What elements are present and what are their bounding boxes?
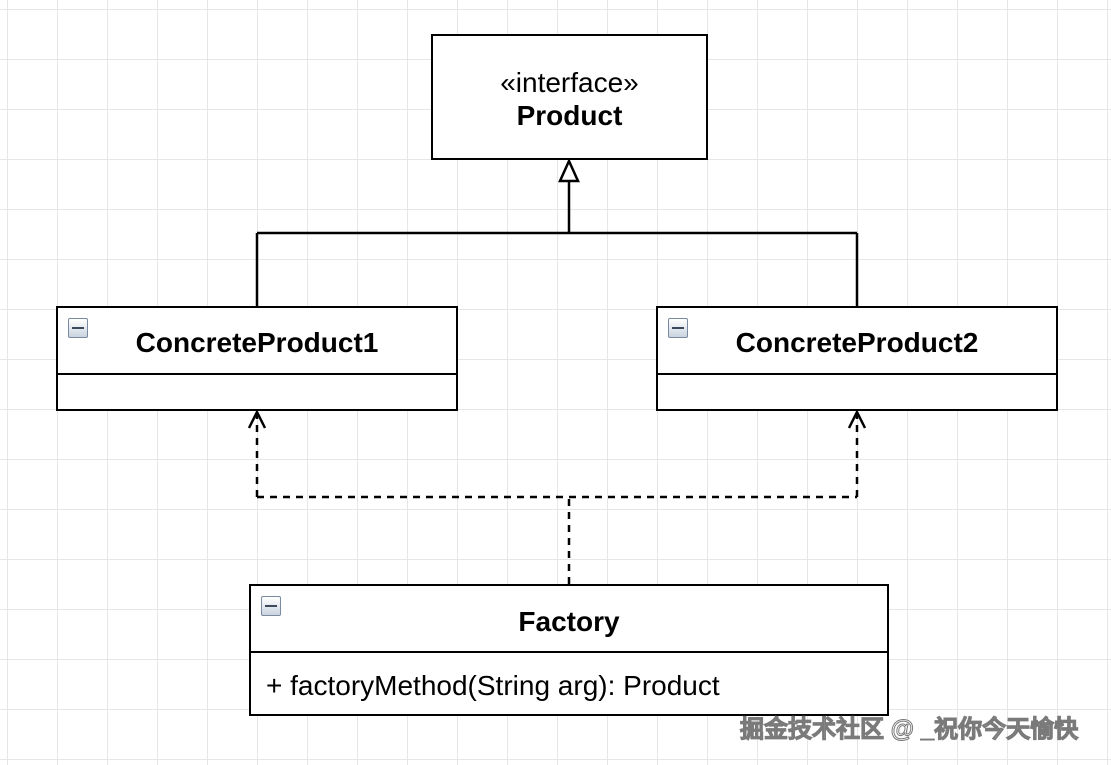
interface-stereotype: «interface»: [500, 67, 639, 98]
class-header: ConcreteProduct2: [658, 308, 1056, 375]
class-name: Factory: [518, 606, 620, 637]
class-header: ConcreteProduct1: [58, 308, 456, 375]
class-concrete-product-1[interactable]: ConcreteProduct1: [56, 306, 458, 411]
class-concrete-product-2[interactable]: ConcreteProduct2: [656, 306, 1058, 411]
interface-name: Product: [516, 100, 623, 131]
dependency-lines: [255, 414, 859, 584]
collapse-icon[interactable]: [261, 596, 281, 616]
class-factory[interactable]: Factory + factoryMethod(String arg): Pro…: [249, 584, 889, 716]
realization-lines: [255, 181, 859, 306]
interface-product-box[interactable]: «interface» Product: [431, 34, 708, 160]
class-header: Factory: [251, 586, 887, 653]
class-name: ConcreteProduct2: [735, 327, 979, 358]
factory-method: + factoryMethod(String arg): Product: [266, 670, 720, 701]
collapse-icon[interactable]: [68, 318, 88, 338]
class-name: ConcreteProduct1: [135, 327, 379, 358]
watermark: 掘金技术社区 @ _祝你今天愉快: [739, 716, 1079, 744]
collapse-icon[interactable]: [668, 318, 688, 338]
dependency-arrowhead-cp2: [847, 409, 867, 429]
realization-arrowhead: [558, 157, 580, 183]
dependency-arrowhead-cp1: [247, 409, 267, 429]
